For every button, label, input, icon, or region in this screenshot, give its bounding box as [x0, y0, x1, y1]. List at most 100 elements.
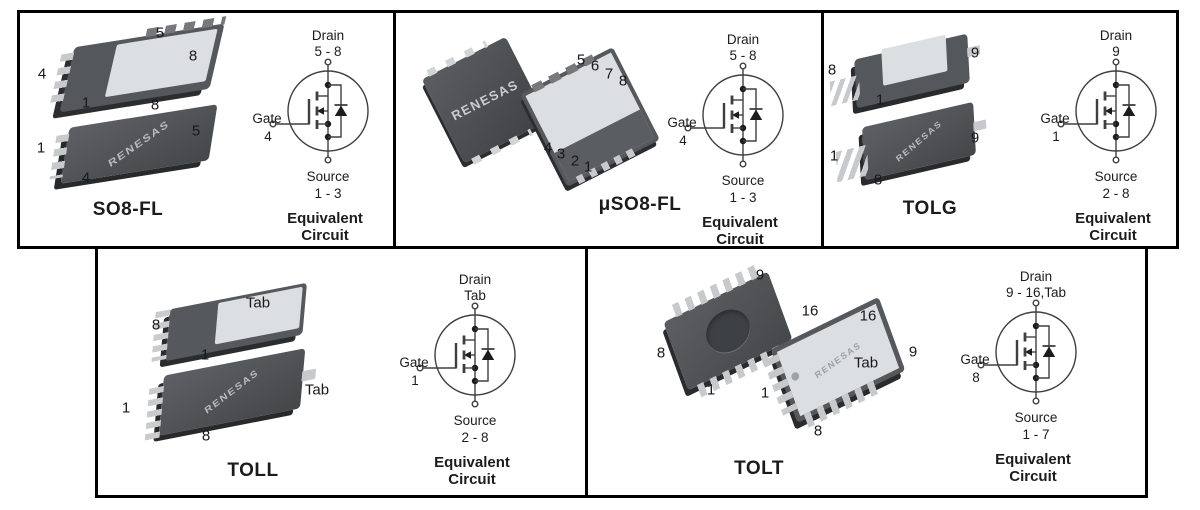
pin-label: 1 [81, 94, 91, 112]
source-pins: 1 - 3 [729, 190, 756, 205]
mounting-recess [700, 302, 756, 360]
gull-leads [835, 144, 869, 183]
pin-label: 4 [81, 169, 91, 187]
pin-label: 1 [200, 346, 210, 364]
source-label: Source [307, 169, 350, 184]
gate-label: Gate [960, 352, 989, 367]
source-label: Source [1015, 410, 1058, 425]
caption-line2: Circuit [448, 471, 496, 488]
pin-label: 1 [760, 384, 770, 402]
source-label: Source [722, 173, 765, 188]
drain-pins: 5 - 8 [729, 48, 756, 63]
gate-label: Gate [1040, 111, 1069, 126]
pin-label: 3 [556, 145, 566, 163]
package-name-uso8-fl: μSO8-FL [598, 194, 682, 215]
panel-tolg: RENESAS 9 8 1 9 1 8 TOLG Drain 9 Gate 1 … [821, 10, 1179, 249]
source-pins: 1 - 3 [314, 186, 341, 201]
gate-label: Gate [399, 355, 428, 370]
pin-label: 9 [970, 129, 980, 147]
gull-leads [803, 379, 881, 428]
drain-pins: Tab [464, 288, 486, 303]
panel-so8-fl: RENESAS 5 8 4 1 8 5 1 4 SO8-FL Drain 5 -… [17, 10, 396, 249]
tab-label: Tab [245, 294, 271, 312]
pin-label: 5 [576, 51, 586, 69]
pin-label: 2 [570, 152, 580, 170]
drain-label: Drain [727, 32, 759, 47]
gull-leads [49, 133, 70, 180]
panel-uso8-fl: RENESAS 5 6 7 8 4 3 2 1 μSO8-FL Drain 5 … [393, 10, 824, 249]
tolg-bottom-view [829, 33, 981, 109]
pin-label: 8 [150, 96, 160, 114]
drain-label: Drain [459, 272, 491, 287]
pin-label: 1 [875, 91, 885, 109]
caption-line2: Circuit [1009, 468, 1057, 485]
caption-line1: Equivalent [1075, 210, 1151, 227]
pin-label: 1 [829, 147, 839, 165]
pin1-dot [790, 370, 801, 382]
tolt-bottom-view: RENESAS [763, 296, 906, 428]
pin-label: 1 [121, 399, 131, 417]
gate-label: Gate [667, 115, 696, 130]
caption-line2: Circuit [301, 227, 349, 244]
source-pins: 2 - 8 [461, 430, 488, 445]
pin-label: 5 [155, 24, 165, 42]
gate-pin: 1 [411, 373, 419, 388]
package-name-toll: TOLL [227, 460, 279, 481]
pin-label: 6 [590, 57, 600, 75]
renesas-logo: RENESAS [894, 118, 944, 164]
pin-label: 9 [908, 343, 918, 361]
pin-label: 9 [755, 266, 765, 284]
gate-pin: 1 [1052, 129, 1060, 144]
pin-label: 8 [188, 47, 198, 65]
drain-label: Drain [1100, 28, 1132, 43]
drain-pins: 9 - 16,Tab [1006, 285, 1066, 300]
caption-line2: Circuit [716, 231, 764, 248]
drain-label: Drain [312, 28, 344, 43]
pin-label: 8 [201, 427, 211, 445]
pin-label: 8 [618, 72, 628, 90]
pin-label: 9 [970, 44, 980, 62]
package-name-tolt: TOLT [734, 458, 784, 479]
pin-stubs [531, 53, 598, 93]
equivalent-circuit-so8-fl: Drain 5 - 8 Gate 4 Source 1 - 3 Equivale… [252, 28, 370, 244]
package-name-so8-fl: SO8-FL [92, 199, 164, 220]
pin-label: 8 [873, 171, 883, 189]
exposed-pad [881, 34, 948, 86]
renesas-logo: RENESAS [448, 76, 522, 124]
pin-label: 1 [706, 381, 716, 399]
caption-line1: Equivalent [995, 451, 1071, 468]
gate-pin: 4 [679, 133, 687, 148]
gate-pin: 4 [264, 129, 272, 144]
drain-tab-stub [301, 368, 317, 382]
gate-label: Gate [252, 111, 281, 126]
tolg-top-view: RENESAS [835, 101, 987, 183]
equivalent-circuit-tolg: Drain 9 Gate 1 Source 2 - 8 Equivalent C… [1040, 28, 1158, 244]
panel-toll: RENESAS Tab Tab 8 1 1 8 TOLL Drain Tab G… [95, 246, 588, 498]
gate-pin: 8 [972, 370, 980, 385]
pin-label: 4 [37, 65, 47, 83]
pin-label: 8 [151, 316, 161, 334]
equivalent-circuit-toll: Drain Tab Gate 1 Source 2 - 8 Equivalent… [399, 272, 517, 488]
gull-leads [144, 385, 165, 441]
pin-label: 5 [191, 122, 201, 140]
panel-tolt: RENESAS Tab 9 16 8 1 16 9 1 8 TOLT Drain… [585, 246, 1148, 498]
pin-label: 4 [543, 139, 553, 157]
pin-label: 8 [827, 61, 837, 79]
source-pins: 1 - 7 [1022, 427, 1049, 442]
caption-line2: Circuit [1089, 227, 1137, 244]
tab-label: Tab [853, 354, 879, 372]
tab-label: Tab [304, 381, 330, 399]
pin-label: 16 [859, 307, 877, 325]
package-name-tolg: TOLG [902, 198, 958, 219]
source-label: Source [454, 413, 497, 428]
gull-leads [829, 75, 861, 107]
toll-top-view: RENESAS [144, 348, 317, 441]
pin-label: 7 [604, 65, 614, 83]
equivalent-circuit-uso8-fl: Drain 5 - 8 Gate 4 Source 1 - 3 Equivale… [667, 32, 785, 248]
pin-label: 1 [583, 158, 593, 176]
caption-line1: Equivalent [287, 210, 363, 227]
drain-pins: 9 [1112, 44, 1120, 59]
gull-leads [48, 52, 75, 110]
pin-label: 8 [656, 344, 666, 362]
